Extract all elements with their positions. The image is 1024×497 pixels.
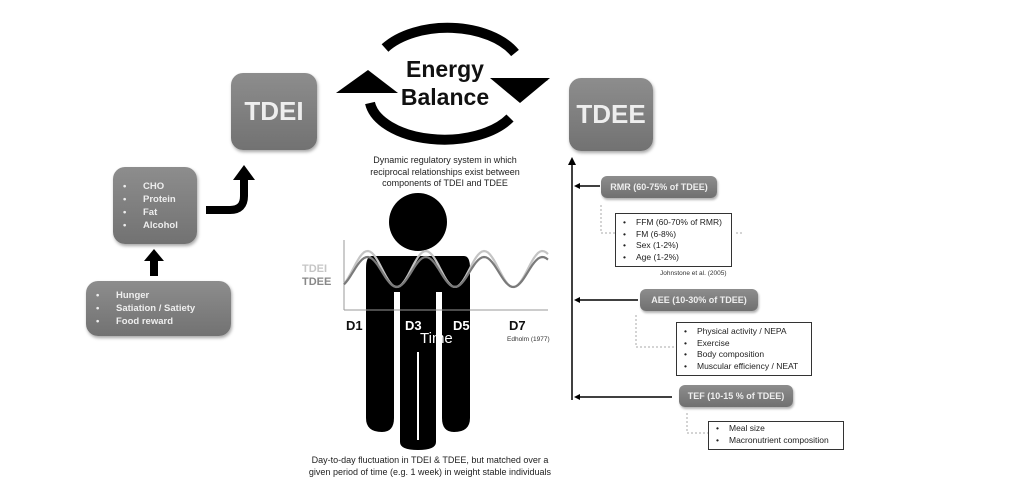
rmr-factor: Age (1-2%) (616, 252, 731, 264)
bottom-caption: Day-to-day fluctuation in TDEI & TDEE, b… (308, 455, 552, 477)
x-tick-label: D7 (509, 318, 526, 333)
macros-box: CHO Protein Fat Alcohol (113, 167, 197, 244)
drivers-to-macros-arrow (144, 249, 164, 276)
chart-legend: TDEI TDEE (302, 263, 331, 289)
macros-list: CHO Protein Fat Alcohol (113, 180, 178, 232)
aee-factor: Body composition (677, 349, 811, 361)
energy-balance-title: Energy Balance (400, 56, 490, 110)
driver-item: Food reward (86, 315, 195, 328)
x-tick-label: D1 (346, 318, 363, 333)
tef-factor: Meal size (709, 423, 843, 435)
tdei-box: TDEI (231, 73, 317, 150)
series-line-tdee (343, 255, 549, 289)
tef-factor: Macronutrient composition (709, 435, 843, 447)
rmr-factors-box: FFM (60-70% of RMR) FM (6-8%) Sex (1-2%)… (615, 213, 732, 267)
macro-item: Fat (113, 206, 178, 219)
aee-factor: Muscular efficiency / NEAT (677, 361, 811, 373)
rmr-factor: FM (6-8%) (616, 229, 731, 241)
x-axis-label: Time (420, 330, 453, 347)
aee-factor: Physical activity / NEPA (677, 326, 811, 338)
tef-factors-box: Meal size Macronutrient composition (708, 421, 844, 450)
macro-item: Protein (113, 193, 178, 206)
edholm-citation: Edholm (1977) (507, 336, 550, 343)
human-figure-icon (366, 193, 470, 450)
legend-tdei: TDEI (302, 263, 328, 275)
macro-item: Alcohol (113, 219, 178, 232)
central-caption: Dynamic regulatory system in which recip… (370, 155, 520, 188)
aee-factors-box: Physical activity / NEPA Exercise Body c… (676, 322, 812, 376)
macro-item: CHO (113, 180, 178, 193)
rmr-factor: FFM (60-70% of RMR) (616, 217, 731, 229)
rmr-factor: Sex (1-2%) (616, 240, 731, 252)
cycle-arrow-top (381, 22, 519, 57)
fluctuation-chart (343, 240, 549, 311)
rmr-box: RMR (60-75% of TDEE) (601, 176, 717, 198)
driver-item: Hunger (86, 289, 195, 302)
cycle-arrows (336, 22, 550, 145)
drivers-box: Hunger Satiation / Satiety Food reward (86, 281, 231, 336)
legend-tdee: TDEE (302, 276, 332, 288)
x-tick-label: D5 (453, 318, 470, 333)
drivers-list: Hunger Satiation / Satiety Food reward (86, 289, 195, 328)
tdee-connectors (568, 157, 744, 434)
macros-to-tdei-arrow (206, 165, 255, 214)
johnstone-citation: Johnstone et al. (2005) (660, 270, 727, 277)
arrowhead-left (336, 70, 398, 93)
aee-box: AEE (10-30% of TDEE) (640, 289, 758, 311)
cycle-arrow-bottom (365, 101, 514, 145)
aee-factor: Exercise (677, 338, 811, 350)
tdee-box: TDEE (569, 78, 653, 151)
tef-box: TEF (10-15 % of TDEE) (679, 385, 793, 407)
driver-item: Satiation / Satiety (86, 302, 195, 315)
x-tick-label: D3 (405, 318, 422, 333)
